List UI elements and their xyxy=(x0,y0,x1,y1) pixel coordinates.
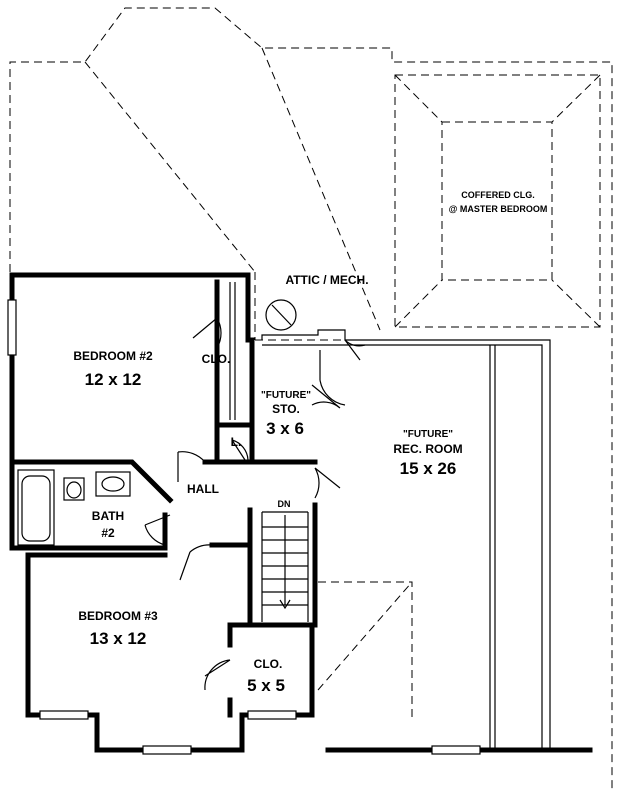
future-storage-label: "FUTURE" xyxy=(261,390,311,401)
stair-direction: DN xyxy=(278,499,291,509)
bath-label: BATH xyxy=(92,509,124,523)
closet3-size: 5 x 5 xyxy=(247,676,285,695)
fan-icon xyxy=(265,299,297,331)
coffered-label-line1: COFFERED CLG. xyxy=(461,190,535,200)
bath-fixtures xyxy=(17,469,131,546)
bedroom3-size: 13 x 12 xyxy=(90,629,147,648)
rec-room-label: REC. ROOM xyxy=(393,442,462,456)
closet3-label: CLO. xyxy=(254,657,283,671)
doors xyxy=(144,317,366,691)
closet-shelves xyxy=(229,282,236,420)
bath-number: #2 xyxy=(101,526,115,540)
storage-label: STO. xyxy=(272,402,300,416)
roof-outline xyxy=(9,7,613,790)
windows xyxy=(7,299,481,755)
bedroom2-size: 12 x 12 xyxy=(85,370,142,389)
coffered-label-line2: @ MASTER BEDROOM xyxy=(449,204,548,214)
closet-label: CLO. xyxy=(202,352,231,366)
rec-room-size: 15 x 26 xyxy=(400,459,457,478)
coffered-ceiling xyxy=(394,74,601,328)
storage-size: 3 x 6 xyxy=(266,419,304,438)
bedroom2-label: BEDROOM #2 xyxy=(73,349,153,363)
hall-label: HALL xyxy=(187,482,219,496)
stair xyxy=(261,511,309,622)
attic-label: ATTIC / MECH. xyxy=(285,273,368,287)
linen-label: L. xyxy=(231,435,242,449)
bedroom3-label: BEDROOM #3 xyxy=(78,609,158,623)
future-rec-label: "FUTURE" xyxy=(403,429,453,440)
